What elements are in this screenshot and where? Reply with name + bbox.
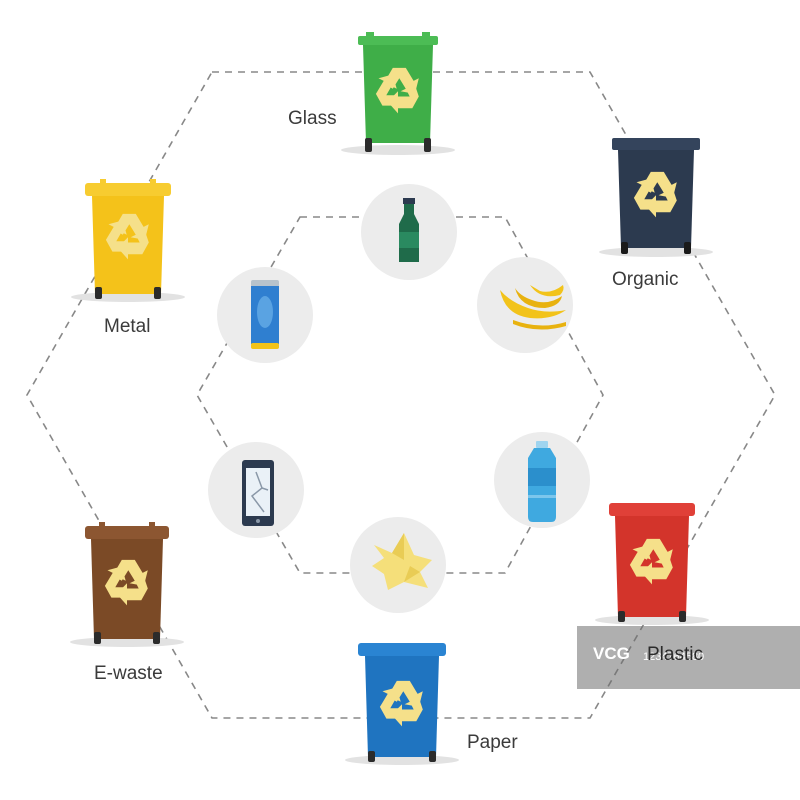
item-banana-peel [477,257,573,353]
plastic-bottle-icon [528,441,556,522]
outer-hexagon-path [26,71,776,719]
item-plastic-bottle [494,432,590,528]
watermark-code: 1234764580 [643,651,705,663]
watermark-logo: VCG [593,644,630,663]
bin-label-organic: Organic [612,269,679,290]
bin-metal [71,179,185,302]
bin-label-metal: Metal [104,316,151,337]
broken-phone-icon [242,460,274,526]
bin-paper [345,643,459,765]
bin-label-paper: Paper [467,732,518,753]
metal-can-icon [251,280,279,349]
bin-organic [599,138,713,257]
glass-bottle-icon [399,198,419,262]
crumpled-paper-icon [372,533,432,590]
bin-glass [341,32,455,155]
item-broken-phone [208,442,304,538]
bin-label-e-waste: E-waste [94,663,163,684]
item-crumpled-paper [350,517,446,613]
bin-label-plastic: Plastic [647,644,703,665]
item-glass-bottle [361,184,457,280]
watermark: VCG 1234764580 [577,626,800,689]
inner-hexagon-path [196,216,604,574]
bin-plastic [595,503,709,625]
banana-peel-icon [500,285,566,330]
item-metal-can [217,267,313,363]
bin-e-waste [70,522,184,647]
bin-label-glass: Glass [288,108,337,129]
